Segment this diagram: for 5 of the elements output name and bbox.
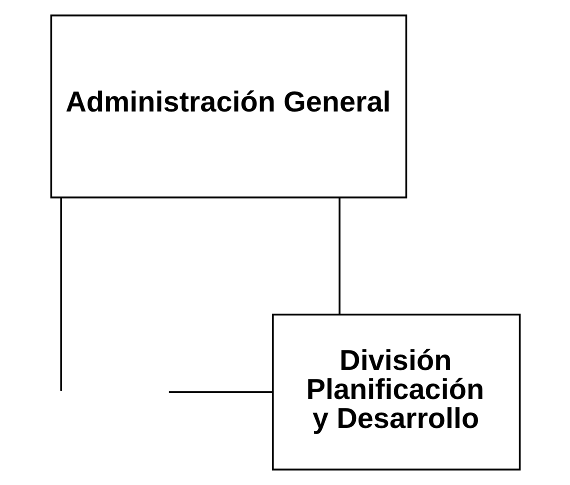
connector bbox=[168, 391, 272, 393]
connector bbox=[60, 198, 62, 391]
connector bbox=[338, 198, 340, 314]
node-box: Administración General bbox=[50, 14, 407, 198]
node-box: División Planificación y Desarrollo bbox=[271, 314, 520, 470]
